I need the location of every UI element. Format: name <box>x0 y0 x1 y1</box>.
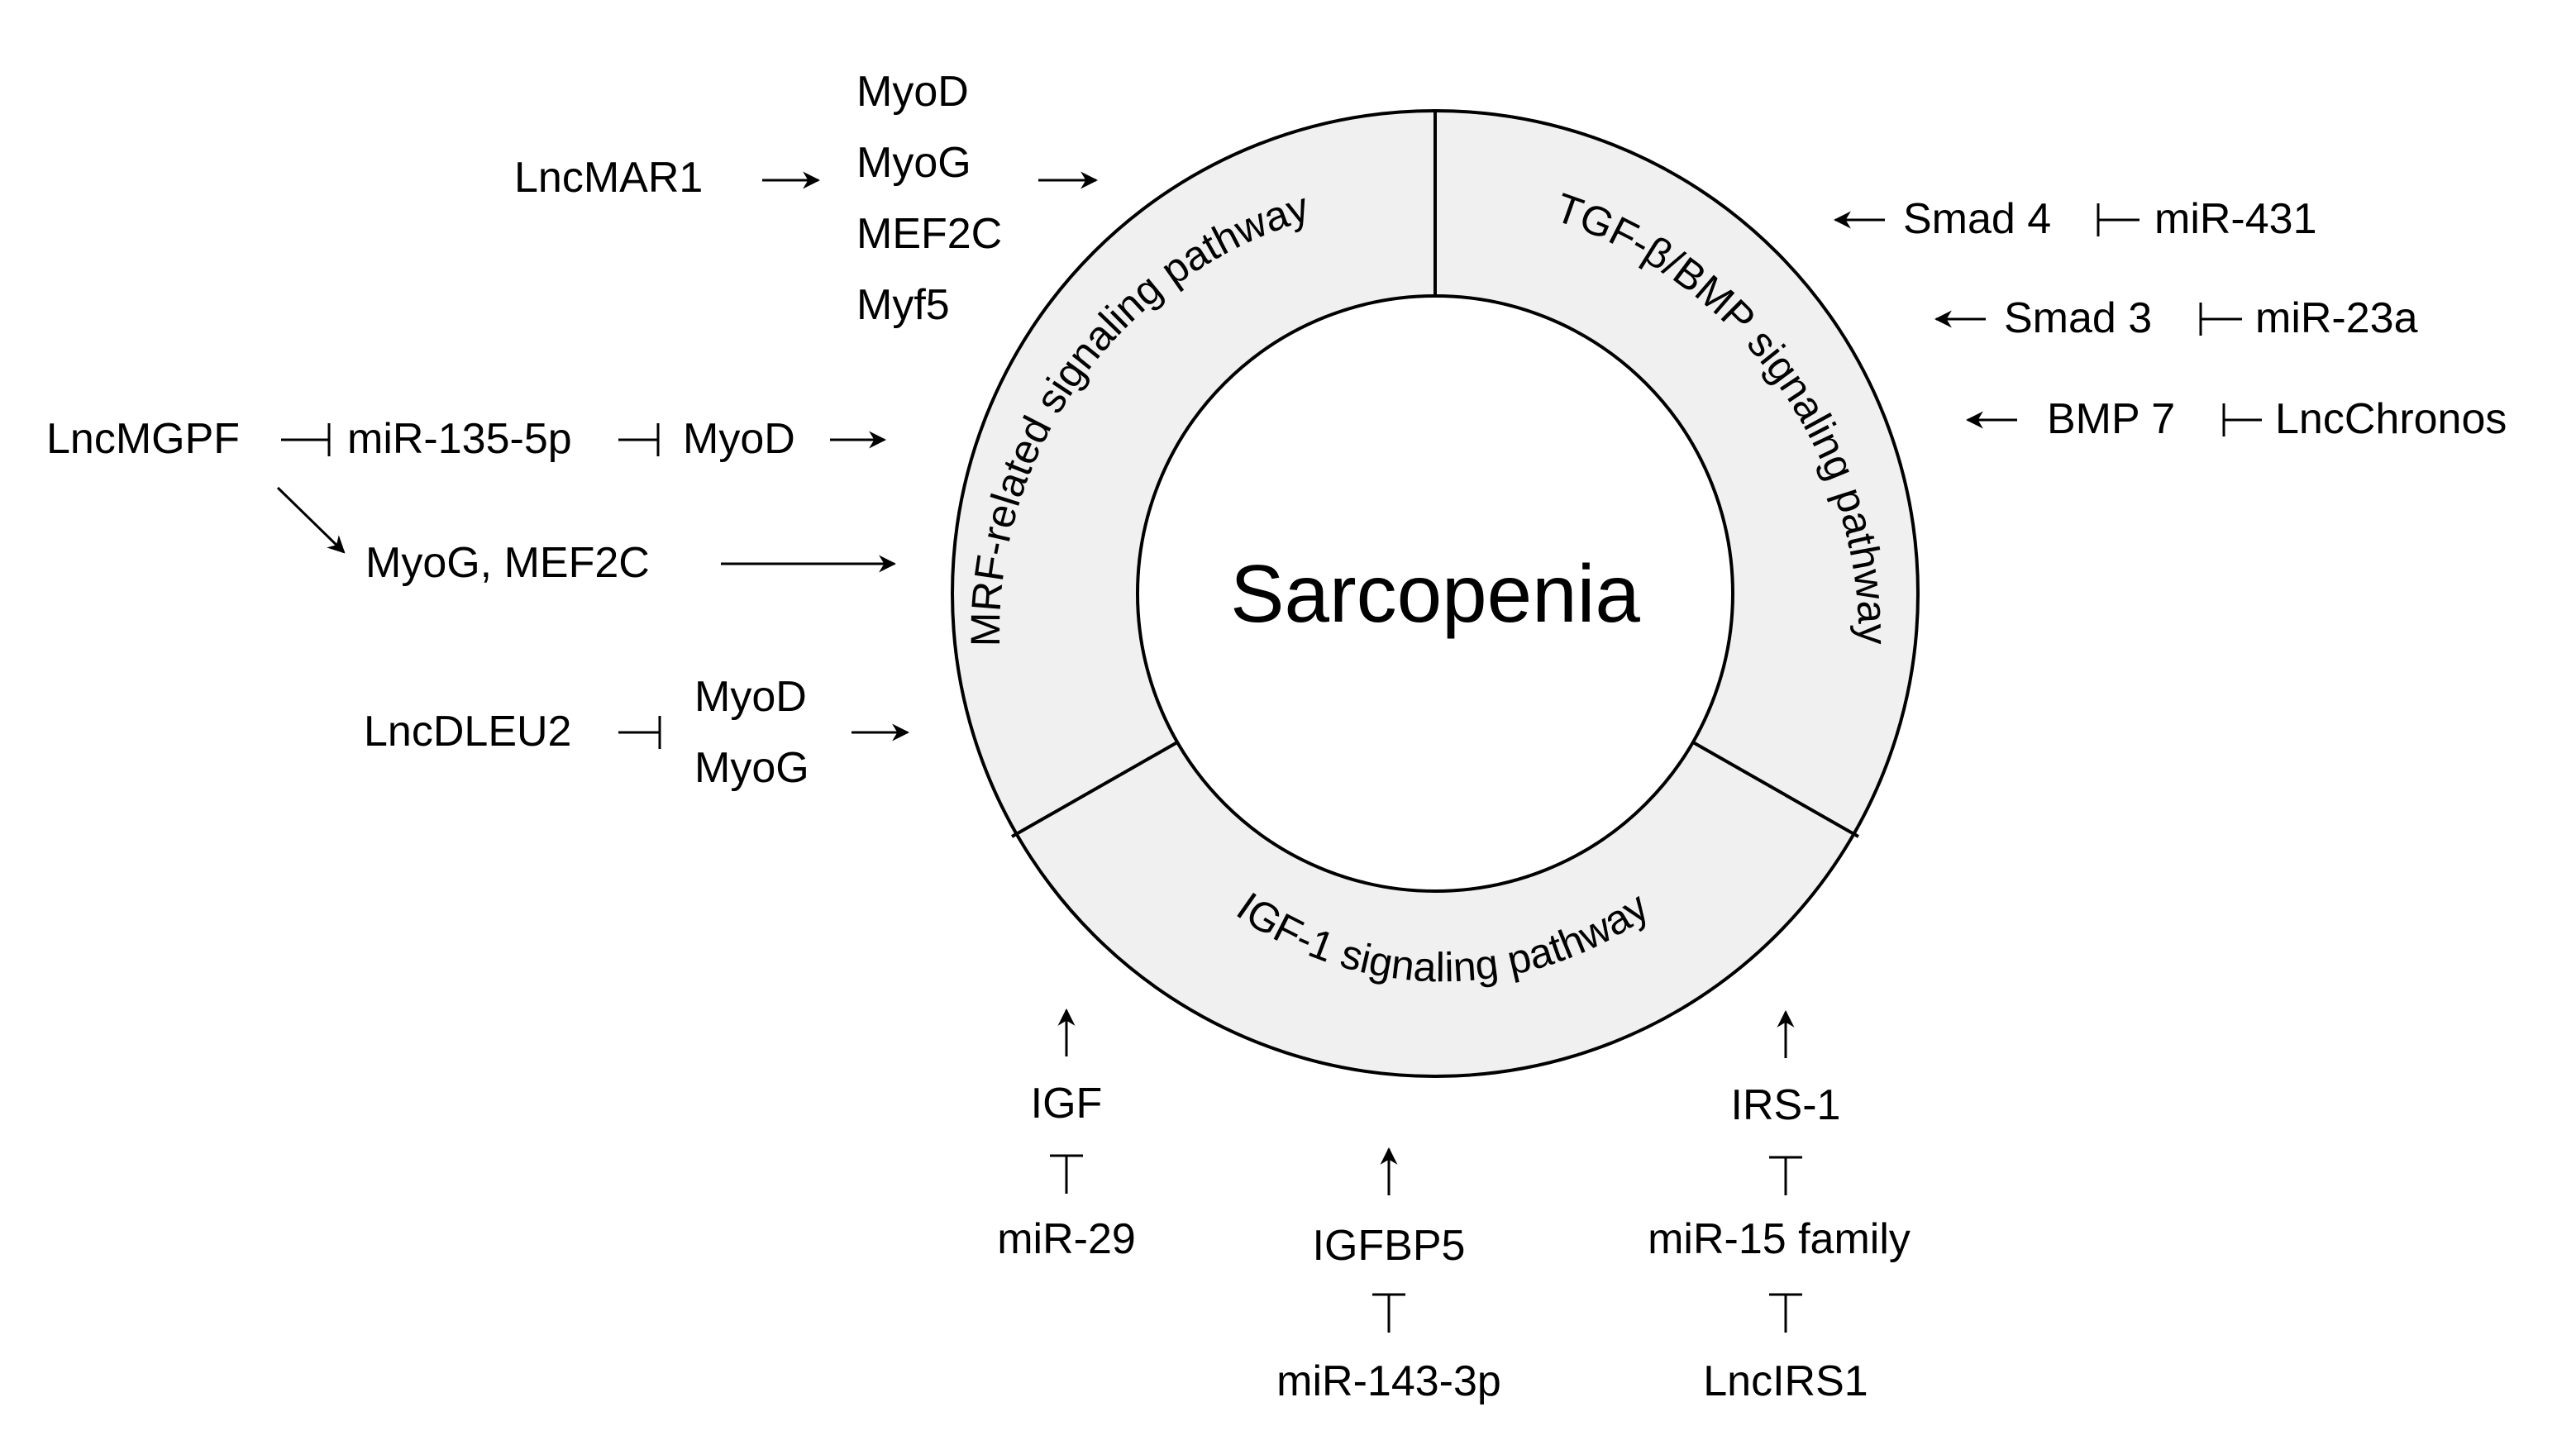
mir431-label: miR-431 <box>2154 195 2317 243</box>
smad4-label: Smad 4 <box>1903 195 2051 243</box>
mir15-label: miR-15 family <box>1648 1215 1911 1263</box>
mir15-inhibit <box>1769 1156 1802 1195</box>
igfbp5-label: IGFBP5 <box>1313 1222 1466 1270</box>
myog-mef2c-label: MyoG, MEF2C <box>365 539 650 587</box>
dleu2-target-myog: MyoG <box>694 744 809 792</box>
irs1-label: IRS-1 <box>1731 1081 1841 1129</box>
mrf-list-myog: MyoG <box>856 139 971 187</box>
lncdleu2-inhibit <box>618 716 661 749</box>
ring-divider-left <box>1011 741 1178 838</box>
bmp7-label: BMP 7 <box>2047 395 2175 443</box>
mrf-list-myf5: Myf5 <box>856 281 950 329</box>
mir23a-label: miR-23a <box>2255 294 2418 342</box>
lncchronos-inhibit <box>2222 403 2262 436</box>
mir23a-inhibit <box>2199 303 2242 336</box>
mrf-list-mef2c: MEF2C <box>856 210 1002 258</box>
center-label: Sarcopenia <box>1230 548 1640 639</box>
lncirs1-label: LncIRS1 <box>1703 1357 1868 1405</box>
lncmgpf-inhibit <box>281 423 331 456</box>
dleu2-target-myod: MyoD <box>694 673 807 721</box>
igf-label: IGF <box>1031 1080 1103 1128</box>
lncmar1-label: LncMAR1 <box>514 154 703 202</box>
lncdleu2-label: LncDLEU2 <box>364 708 571 756</box>
lncmgpf-myod-label: MyoD <box>683 415 795 463</box>
mir135-label: miR-135-5p <box>347 415 572 463</box>
lncchronos-label: LncChronos <box>2275 395 2507 443</box>
lncmgpf-diagonal-arrow <box>276 486 346 554</box>
mir431-inhibit <box>2097 203 2140 236</box>
mir143-label: miR-143-3p <box>1276 1357 1501 1405</box>
mir29-inhibit <box>1050 1154 1083 1194</box>
mir143-inhibit <box>1372 1293 1405 1333</box>
lncmgpf-label: LncMGPF <box>46 415 240 463</box>
mrf-list-myod: MyoD <box>856 68 969 116</box>
lncirs1-inhibit <box>1769 1293 1802 1333</box>
mir29-label: miR-29 <box>997 1215 1136 1263</box>
smad3-label: Smad 3 <box>2004 294 2152 342</box>
ring-divider-right <box>1692 741 1859 838</box>
mir135-inhibit <box>618 423 660 456</box>
